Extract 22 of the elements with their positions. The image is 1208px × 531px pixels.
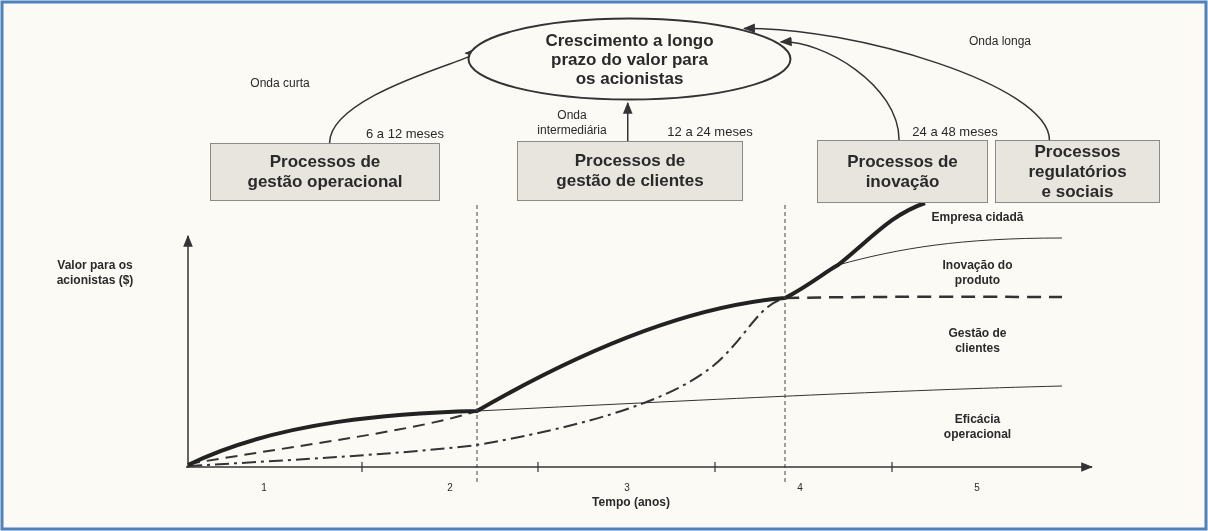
axis-tick-label: 3	[623, 481, 631, 495]
curve-label: Eficácia operacional	[942, 412, 1013, 442]
curve-label: Gestão de clientes	[947, 326, 1008, 356]
arrow	[622, 101, 633, 142]
process-box: Processos de gestão de clientes	[517, 141, 743, 201]
duration-label: 6 a 12 meses	[364, 126, 445, 141]
axis-tick-label: 4	[796, 481, 804, 495]
duration-label: 24 a 48 meses	[911, 124, 999, 139]
duration-label: 12 a 24 meses	[666, 124, 754, 139]
process-box: Processos de gestão operacional	[210, 143, 440, 201]
process-box: Processos de inovação	[817, 140, 988, 203]
curve-label: Empresa cidadã	[930, 210, 1025, 225]
curve-label: Inovação do produto	[941, 258, 1014, 288]
process-box: Processos regulatórios e sociais	[995, 140, 1160, 203]
axis-tick-label: 2	[446, 481, 454, 495]
axis-title: Tempo (anos)	[591, 495, 671, 510]
arrow	[779, 37, 900, 141]
axis-title: Valor para os acionistas ($)	[55, 258, 135, 288]
axis-tick-label: 1	[260, 481, 268, 495]
goal-ellipse: Crescimento a longo prazo do valor para os acionistas	[467, 17, 792, 101]
axis-tick-label: 5	[973, 481, 981, 495]
arrow	[742, 23, 1051, 141]
